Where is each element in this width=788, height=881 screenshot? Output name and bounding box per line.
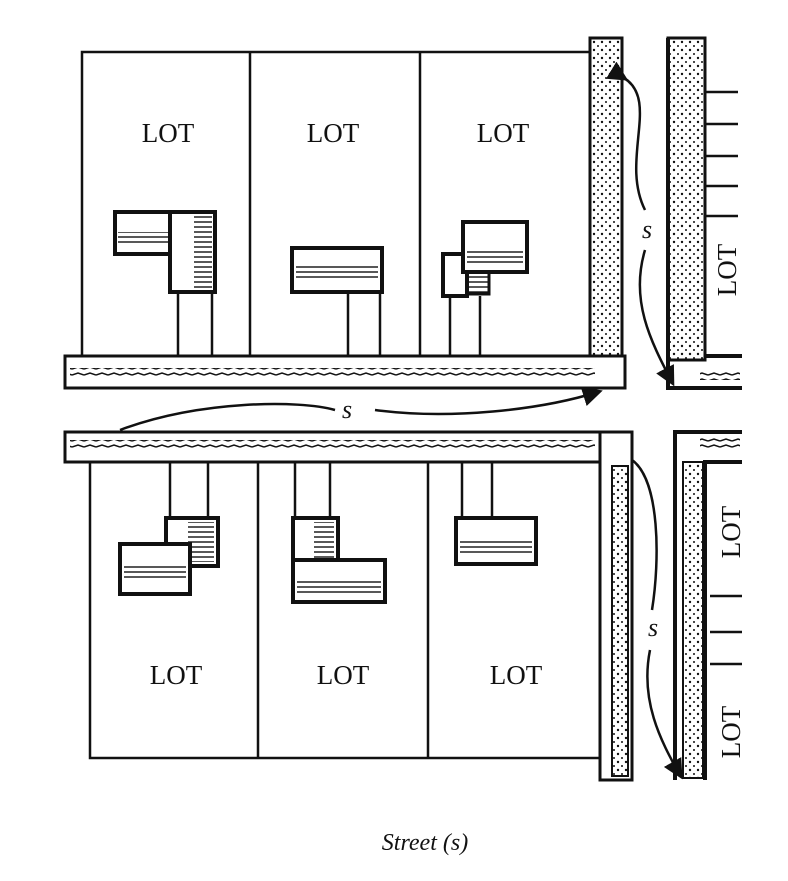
lot-label: LOT	[142, 118, 195, 148]
lot-label: LOT	[307, 118, 360, 148]
lot-label: LOT	[712, 243, 742, 296]
house	[454, 462, 538, 566]
street-marker: s	[648, 613, 658, 642]
lot-label: LOT	[477, 118, 530, 148]
lot-label: LOT	[716, 505, 746, 558]
lot-label: LOT	[317, 660, 370, 690]
street-arrow	[624, 78, 672, 382]
top-right-block: LOT	[666, 36, 742, 390]
house	[113, 210, 217, 356]
lot-label: LOT	[150, 660, 203, 690]
house	[441, 220, 529, 356]
lot-label: LOT	[490, 660, 543, 690]
bottom-right-block: LOT LOT	[673, 430, 746, 780]
street-arrow	[119, 392, 598, 432]
lot-label: LOT	[716, 705, 746, 758]
house	[291, 462, 387, 604]
street-marker: s	[342, 395, 352, 424]
bottom-block: LOT LOT LOT	[63, 430, 634, 782]
street-marker: s	[642, 215, 652, 244]
top-block: LOT LOT LOT	[63, 36, 627, 390]
house	[290, 246, 384, 356]
caption: Street (s)	[382, 830, 468, 856]
house	[118, 462, 220, 596]
sidewalk-vertical	[588, 36, 624, 362]
